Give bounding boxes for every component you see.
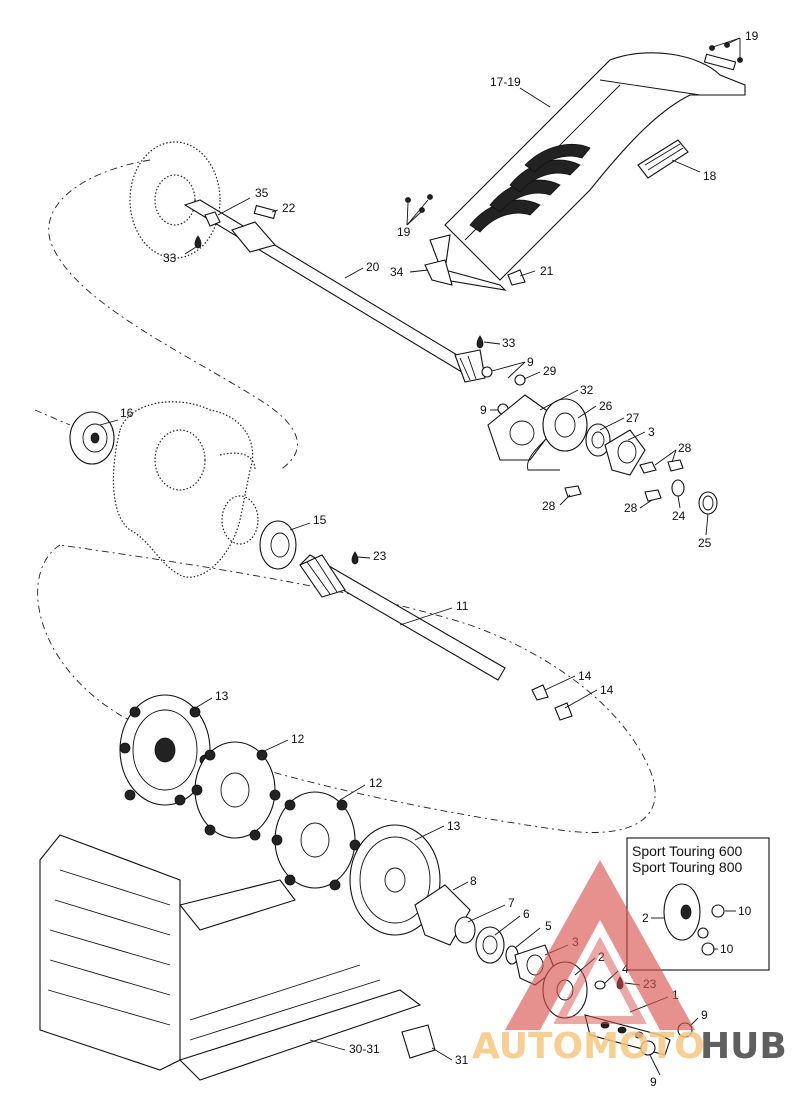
callout-9c: 9	[701, 1008, 708, 1022]
seal-15	[259, 520, 297, 570]
upper-shaft	[183, 199, 486, 383]
callout-14b: 14	[600, 683, 614, 697]
washer-29	[514, 374, 526, 386]
callout-12a: 12	[291, 732, 305, 746]
ring-25	[698, 491, 718, 515]
drive-axle	[299, 554, 506, 681]
callout-29: 29	[543, 364, 557, 378]
callout-19a: 19	[745, 29, 759, 43]
model-inset: Sport Touring 600 Sport Touring 800 2 10…	[626, 837, 770, 971]
callout-8: 8	[470, 874, 477, 888]
sprocket-13a	[119, 694, 211, 806]
watermark-text-a: AUTOMOTO	[472, 1026, 705, 1067]
inset-callout-10b: 10	[720, 942, 734, 956]
callout-34: 34	[390, 265, 404, 279]
callout-2: 2	[598, 950, 605, 964]
bracket-34	[424, 259, 453, 286]
callout-30-31: 30-31	[349, 1042, 380, 1056]
nut-9d	[640, 1040, 656, 1056]
callout-9a: 9	[527, 355, 534, 369]
callout-9d: 9	[650, 1075, 657, 1089]
key-22	[253, 204, 277, 220]
callout-12b: 12	[369, 776, 383, 790]
callout-16: 16	[120, 406, 134, 420]
callout-15: 15	[313, 513, 327, 527]
callout-6: 6	[523, 907, 530, 921]
callout-21: 21	[540, 264, 554, 278]
washer-4	[594, 980, 606, 990]
cover-ribs	[469, 144, 591, 233]
chaincase-housing-outline	[112, 401, 259, 578]
callout-11: 11	[456, 599, 469, 613]
callout-24: 24	[672, 509, 686, 523]
watermark-text-b: HUB	[700, 1026, 787, 1067]
chain-outline-upper	[48, 159, 298, 471]
callout-labels: 19 17-19 18 19 35 22 33 20 34 21 33 9 29…	[120, 29, 759, 1089]
plug-14b	[554, 702, 573, 721]
screw-21	[507, 269, 526, 286]
decal-plate	[637, 139, 689, 179]
grease-drop-23a	[351, 551, 359, 565]
bolts-28	[564, 459, 684, 502]
callout-25: 25	[698, 536, 712, 550]
callout-3a: 3	[648, 425, 655, 439]
callout-28b: 28	[542, 499, 556, 513]
callout-13a: 13	[215, 689, 229, 703]
callout-5: 5	[545, 919, 552, 933]
callout-32: 32	[580, 383, 594, 397]
callout-20: 20	[366, 260, 380, 274]
snap-ring-24	[671, 479, 685, 497]
callout-35: 35	[255, 186, 269, 200]
callout-17-19: 17-19	[490, 75, 521, 89]
bearing-16	[69, 411, 115, 465]
callout-27: 27	[626, 411, 640, 425]
inset-line-1: Sport Touring 600	[632, 843, 742, 859]
callout-23a: 23	[373, 549, 387, 563]
callout-9b: 9	[480, 403, 487, 417]
cleat-31	[401, 1024, 436, 1059]
watermark-logo: AUTOMOTO HUB	[472, 860, 787, 1067]
sprocket-12a	[191, 741, 281, 841]
chaincase-cover	[429, 52, 746, 291]
callout-26: 26	[599, 399, 613, 413]
grease-drop-33b	[476, 335, 484, 349]
inset-callout-2: 2	[642, 911, 649, 925]
fitting-35	[204, 211, 221, 227]
plug-14a	[531, 684, 549, 701]
inset-callout-10a: 10	[738, 904, 752, 918]
callout-28a: 28	[678, 441, 692, 455]
callout-7: 7	[508, 896, 515, 910]
callout-13b: 13	[447, 819, 461, 833]
callout-31: 31	[455, 1053, 469, 1067]
inset-line-2: Sport Touring 800	[632, 859, 742, 875]
callout-33b: 33	[502, 336, 516, 350]
watermark-triangle-icon	[505, 860, 695, 1030]
callout-28c: 28	[624, 501, 638, 515]
callout-18: 18	[703, 169, 717, 183]
callout-1: 1	[672, 988, 679, 1002]
drive-pulley-outline	[129, 141, 221, 259]
callout-22: 22	[282, 201, 296, 215]
track-30-31	[39, 834, 422, 1081]
bearing-housing-group	[487, 394, 646, 476]
grease-drop-33a	[194, 235, 202, 249]
sprocket-12b	[271, 791, 361, 891]
callout-33a: 33	[163, 251, 177, 265]
nut-9a	[481, 366, 493, 378]
callout-4: 4	[622, 962, 629, 976]
callout-14a: 14	[578, 669, 592, 683]
callout-19b: 19	[397, 225, 411, 239]
